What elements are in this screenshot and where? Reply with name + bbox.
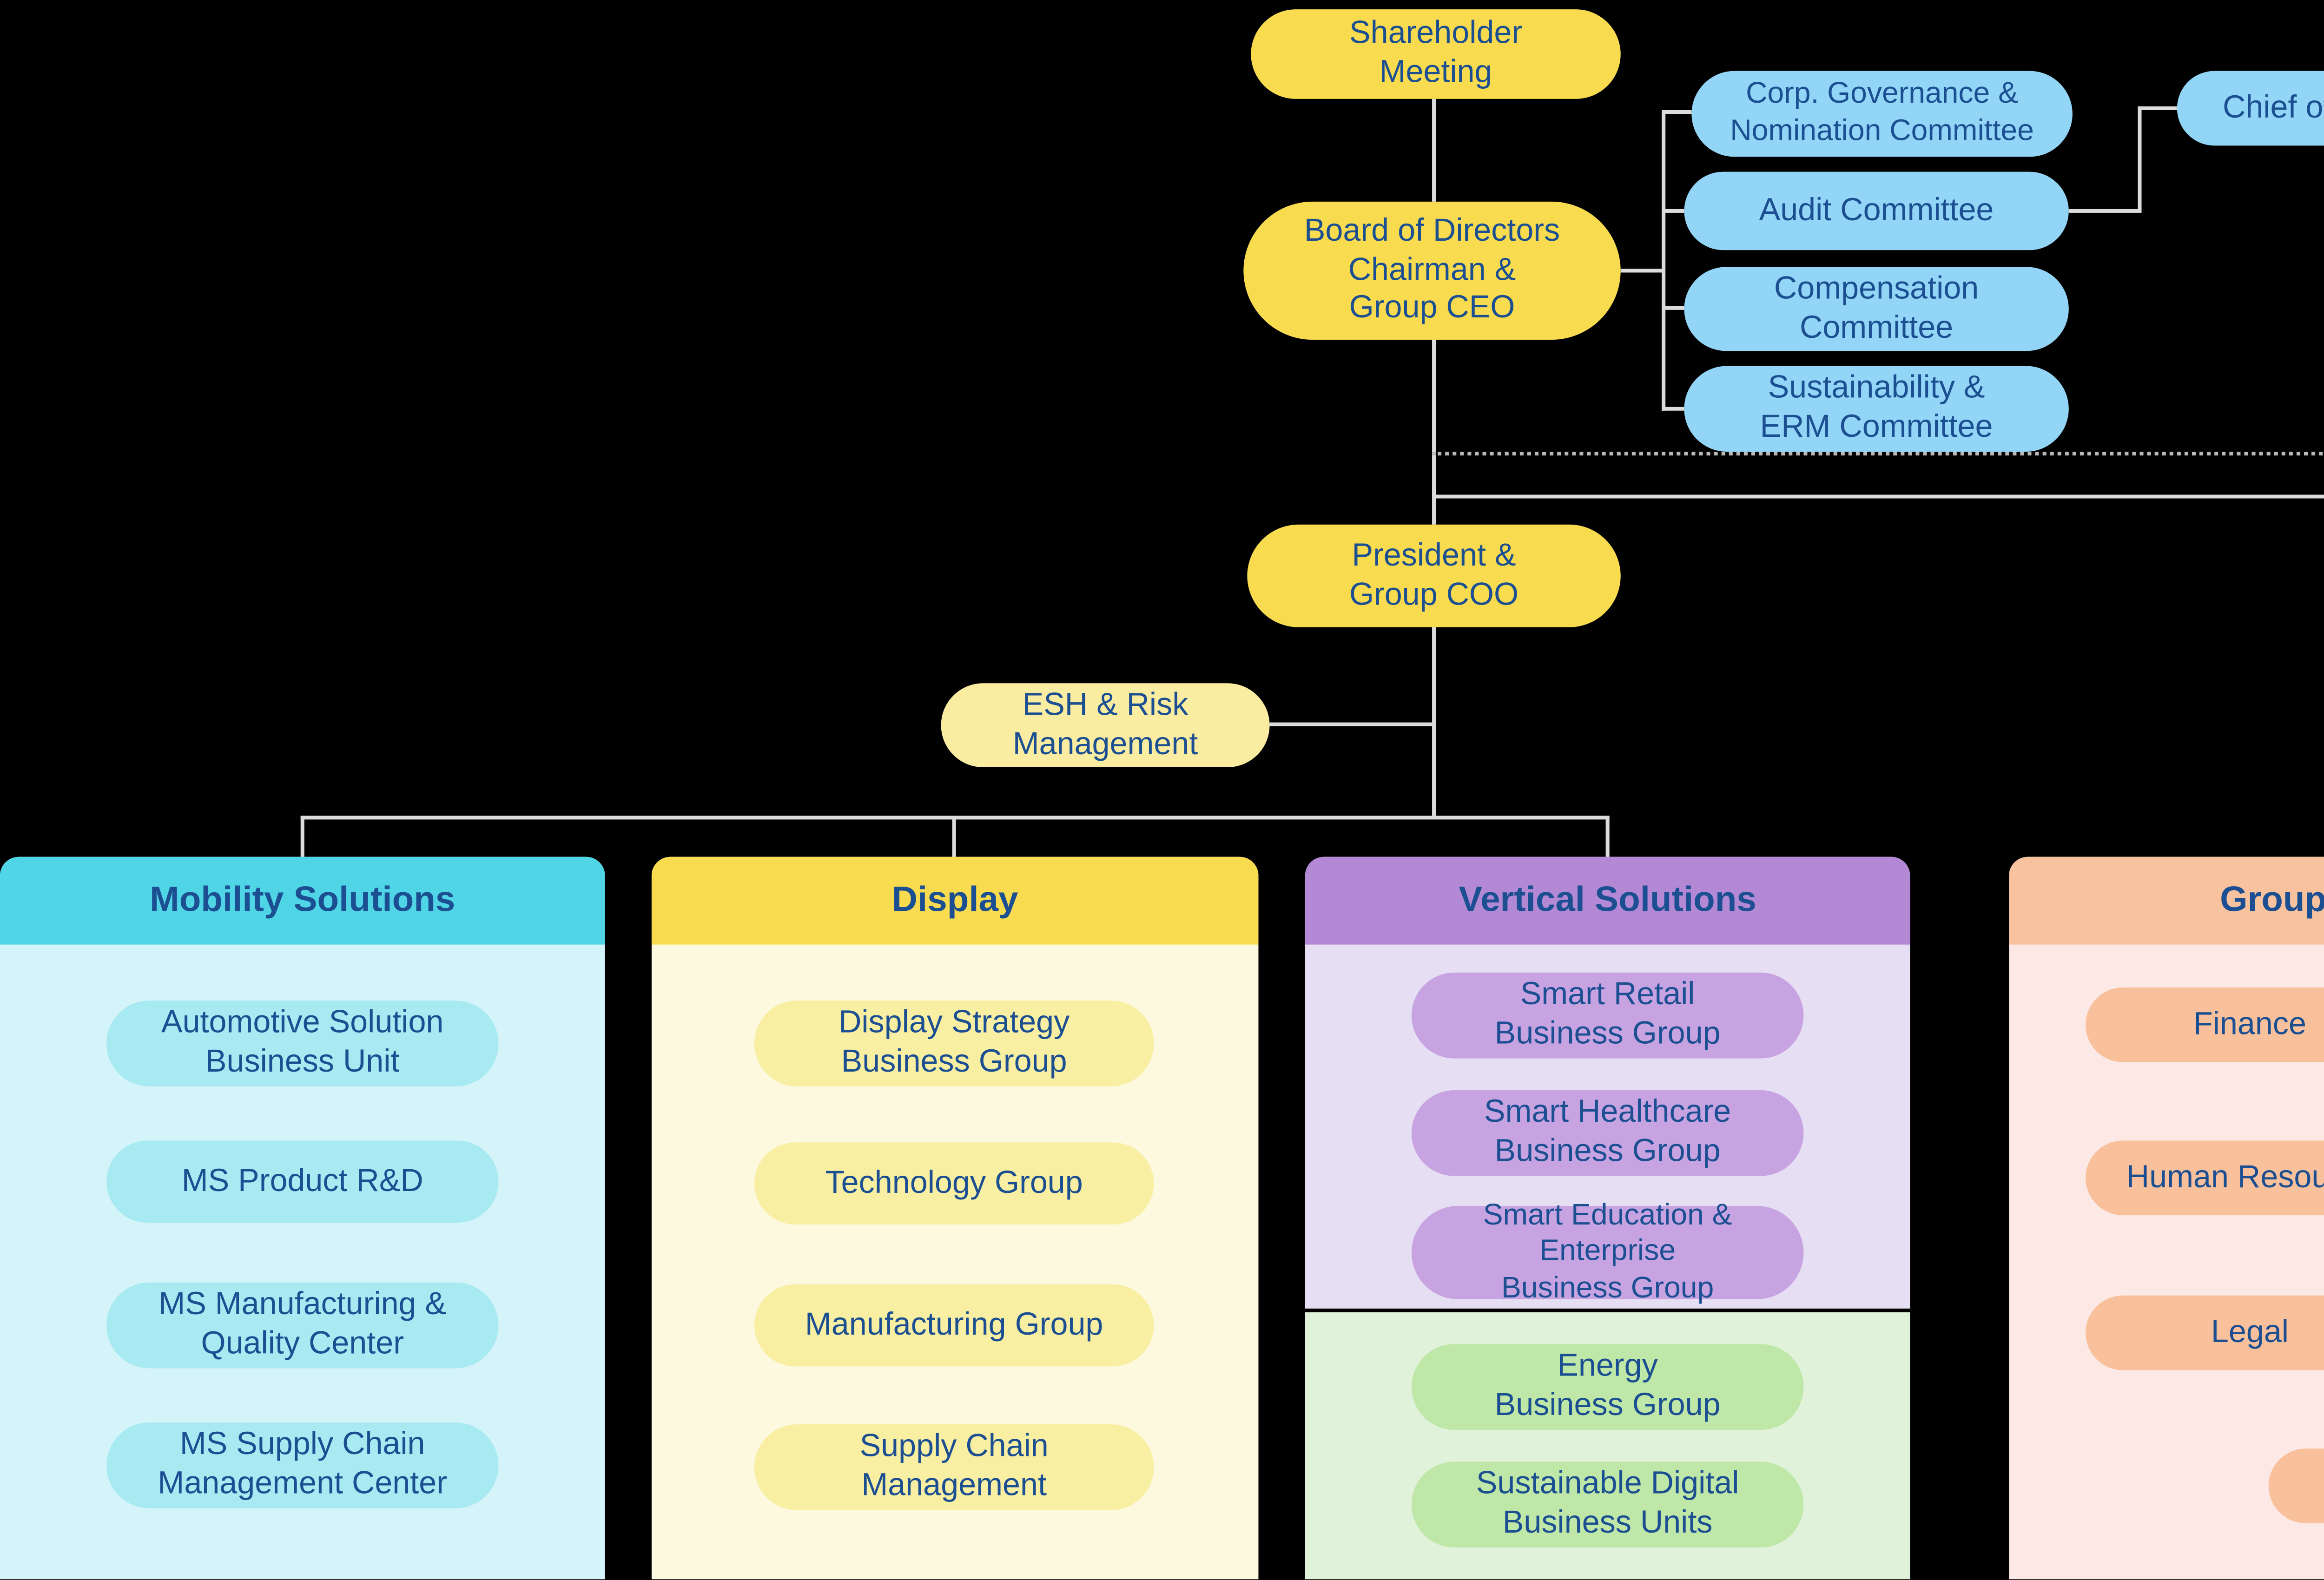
connector-line: [1432, 99, 1436, 202]
org-unit-supply-chain-management: Supply Chain Management: [754, 1424, 1154, 1510]
org-unit-manufacturing-group: Manufacturing Group: [754, 1284, 1154, 1367]
connector-line: [1662, 110, 1666, 411]
org-unit-energy-business-group: Energy Business Group: [1411, 1344, 1804, 1430]
node-chief-of-compliance: Chief of Compliance: [2177, 71, 2324, 146]
node-audit-committee: Audit Committee: [1684, 171, 2069, 250]
connector-line: [1269, 722, 1433, 726]
node-board-of-directors: Board of Directors Chairman & Group CEO: [1243, 201, 1621, 340]
connector-line: [1620, 269, 1662, 273]
connector-line: [1432, 494, 2324, 499]
group-vertical-solutions-title: Vertical Solutions: [1305, 856, 1910, 945]
node-president-group-coo: President & Group COO: [1247, 524, 1621, 627]
connector-line: [300, 816, 304, 857]
org-unit-sustainable-digital: Sustainable Digital Business Units: [1411, 1462, 1804, 1548]
connector-line: [2138, 106, 2177, 111]
group-mobility-solutions: Mobility Solutions Automotive Solution B…: [0, 856, 605, 1580]
connector-line: [1662, 110, 1692, 114]
org-unit-smart-healthcare: Smart Healthcare Business Group: [1411, 1090, 1804, 1176]
connector-line: [1605, 816, 1610, 857]
connector-line: [1432, 627, 1436, 816]
node-sustainability-erm-committee: Sustainability & ERM Committee: [1684, 366, 2069, 452]
group-display: Display Display Strategy Business Group …: [651, 856, 1259, 1580]
org-unit-auditing: Auditing: [2268, 1448, 2324, 1523]
org-unit-display-strategy: Display Strategy Business Group: [754, 1001, 1154, 1086]
org-unit-automotive-solution: Automotive Solution Business Unit: [106, 1001, 499, 1086]
node-compensation-committee: Compensation Committee: [1684, 267, 2069, 351]
node-shareholder-meeting: Shareholder Meeting: [1251, 9, 1621, 99]
org-unit-legal: Legal: [2085, 1295, 2324, 1370]
connector-line: [1662, 209, 1684, 213]
group-infrastructure-unit-title: Group Infrastructure Unit: [2009, 856, 2324, 945]
node-esh-risk-management: ESH & Risk Management: [941, 683, 1270, 767]
org-unit-ms-manufacturing-quality: MS Manufacturing & Quality Center: [106, 1282, 499, 1369]
group-mobility-solutions-title: Mobility Solutions: [0, 856, 605, 945]
org-unit-smart-retail: Smart Retail Business Group: [1411, 972, 1804, 1059]
org-unit-ms-product-rd: MS Product R&D: [106, 1140, 499, 1223]
group-infrastructure-unit: Group Infrastructure Unit Finance Digita…: [2009, 856, 2324, 1580]
connector-line: [1432, 340, 1436, 525]
group-vertical-solutions: Vertical Solutions Smart Retail Business…: [1305, 856, 1910, 1309]
dotted-connector-line: [1432, 452, 2324, 456]
connector-line: [1662, 407, 1684, 411]
org-unit-human-resource: Human Resource: [2085, 1140, 2324, 1216]
connector-line: [952, 816, 956, 857]
node-corp-governance-committee: Corp. Governance & Nomination Committee: [1691, 71, 2073, 157]
group-vertical-solutions-green: Energy Business Group Sustainable Digita…: [1305, 1312, 1910, 1580]
org-unit-technology-group: Technology Group: [754, 1142, 1154, 1225]
connector-line: [2068, 209, 2138, 213]
connector-line: [1662, 306, 1684, 310]
org-unit-ms-supply-chain: MS Supply Chain Management Center: [106, 1422, 499, 1508]
org-unit-smart-education-enterprise: Smart Education & Enterprise Business Gr…: [1411, 1200, 1804, 1304]
group-display-title: Display: [651, 856, 1259, 945]
org-unit-finance: Finance: [2085, 987, 2324, 1062]
connector-line: [2138, 106, 2142, 213]
